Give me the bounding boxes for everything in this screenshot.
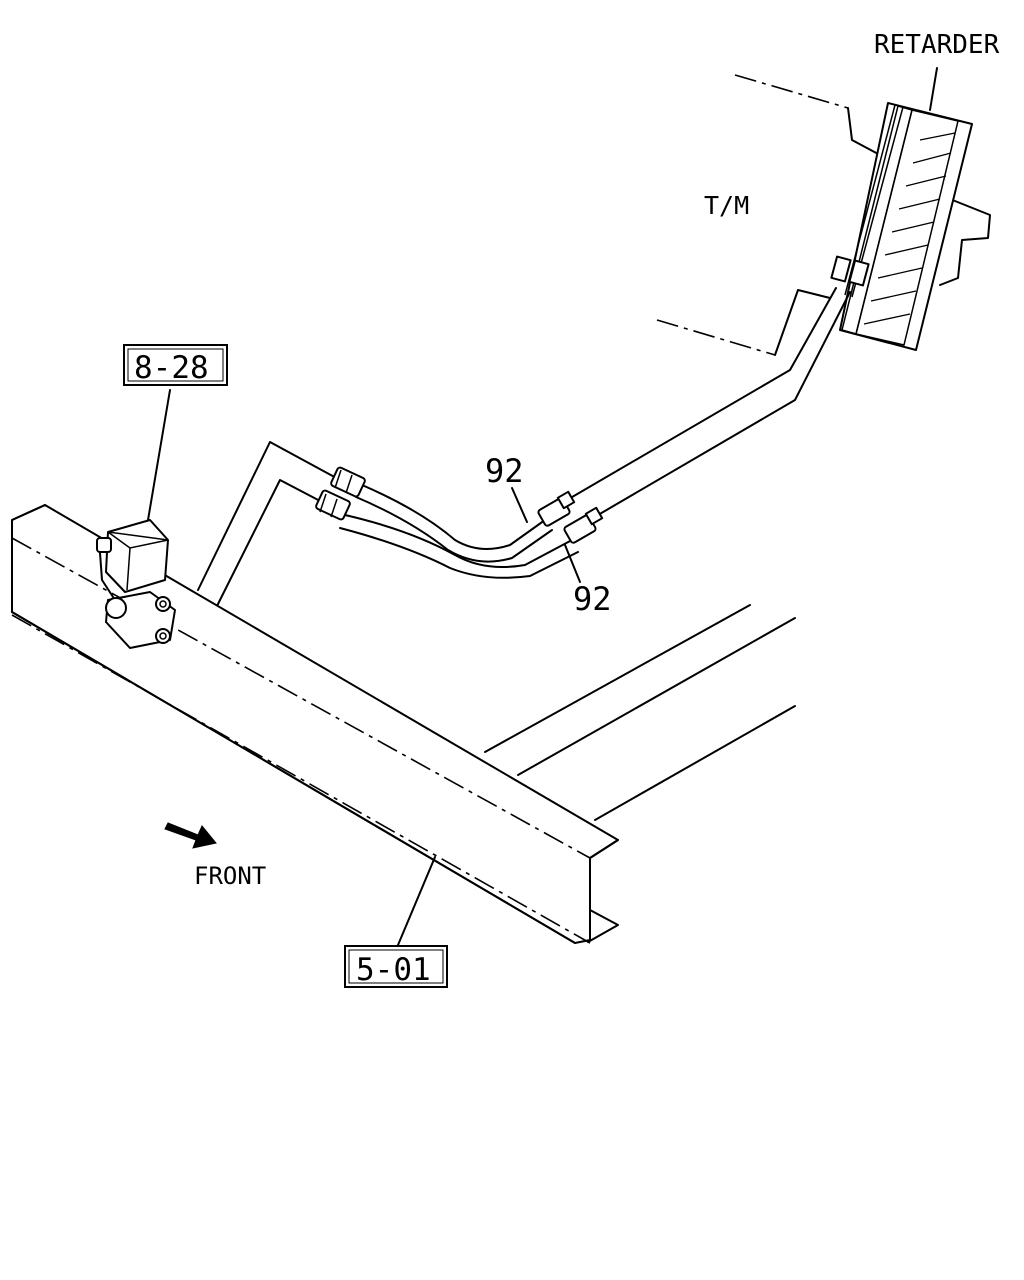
frame-reference-label: 5-01 <box>356 952 431 988</box>
solenoid-valve <box>96 389 176 649</box>
hose-upper-fitting-left <box>330 466 366 498</box>
retarder-unit <box>830 67 973 351</box>
front-arrow-icon <box>164 822 217 849</box>
hose-upper <box>330 466 576 563</box>
pipe-runs <box>197 287 851 613</box>
retarder-leader <box>929 67 938 111</box>
hose-lower-leader <box>564 544 581 583</box>
transmission-outline <box>656 74 991 356</box>
hose-upper-fitting-right <box>537 490 576 527</box>
frame-leader <box>397 856 436 946</box>
valve-reference-label: 8-28 <box>134 350 209 386</box>
valve-leader <box>147 389 171 521</box>
valve-reference-box[interactable]: 8-28 <box>123 344 228 386</box>
hose-lower-fitting-right <box>563 506 604 544</box>
hose-lower-fitting-left <box>315 489 351 521</box>
retarder-label: RETARDER <box>874 30 1000 60</box>
hose-lower-callout: 92 <box>573 580 612 618</box>
frame-reference-box[interactable]: 5-01 <box>344 945 448 988</box>
hose-lower <box>315 489 604 579</box>
front-label: FRONT <box>194 862 266 890</box>
hose-upper-callout: 92 <box>485 452 524 490</box>
transmission-label: T/M <box>704 191 749 220</box>
hose-upper-leader <box>511 487 528 523</box>
